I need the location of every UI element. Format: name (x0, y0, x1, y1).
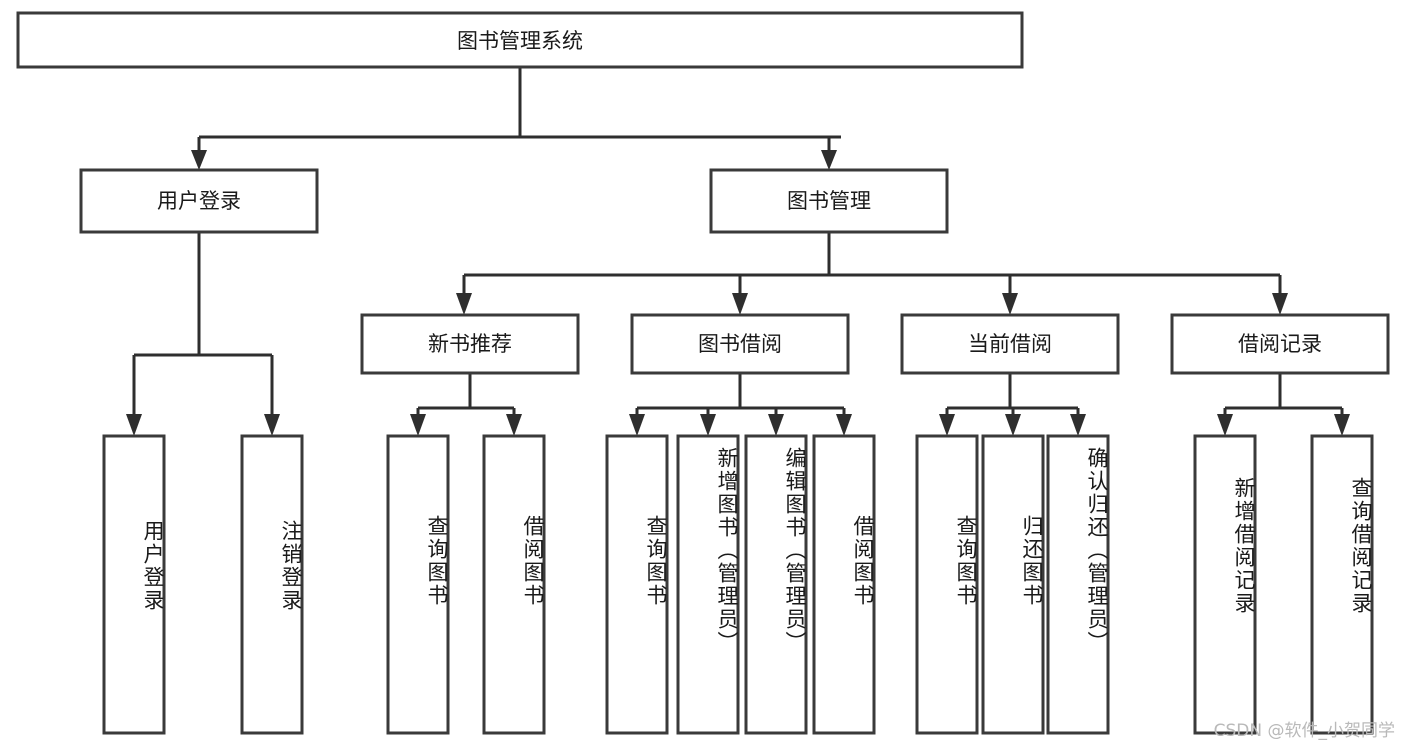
connector-root-to-level2 (191, 67, 841, 170)
node-new-book-rec[interactable]: 新书推荐 (360, 313, 580, 375)
node-root[interactable]: 图书管理系统 (16, 11, 1024, 69)
node-leaf-borrow-book-2-box[interactable] (812, 434, 876, 735)
node-leaf-user-login-box[interactable] (102, 434, 166, 735)
node-book-borrow-box[interactable] (630, 313, 850, 375)
connector-bookmanage-to-level3 (456, 232, 1288, 315)
node-leaf-add-record-box[interactable] (1193, 434, 1257, 735)
connector-bookborrow-to-leaves (629, 373, 852, 436)
node-borrow-record-label: 借阅记录 (1238, 332, 1322, 356)
node-current-borrow-box[interactable] (900, 313, 1120, 375)
node-leaf-query-record-box[interactable] (1310, 434, 1374, 735)
node-leaf-query-book-2-box[interactable] (605, 434, 669, 735)
leaf-node-boxes (102, 434, 1374, 735)
node-book-manage[interactable]: 图书管理 (709, 168, 949, 234)
node-leaf-confirm-return-box[interactable] (1046, 434, 1110, 735)
node-new-book-rec-box[interactable] (360, 313, 580, 375)
node-book-manage-box[interactable] (709, 168, 949, 234)
node-leaf-edit-book-box[interactable] (744, 434, 808, 735)
node-root-label: 图书管理系统 (457, 29, 583, 53)
node-user-login[interactable]: 用户登录 (79, 168, 319, 234)
node-leaf-query-book-1-box[interactable] (386, 434, 450, 735)
node-new-book-rec-label: 新书推荐 (428, 332, 512, 356)
node-leaf-query-book-3-box[interactable] (915, 434, 979, 735)
node-book-manage-label: 图书管理 (787, 189, 871, 213)
node-current-borrow[interactable]: 当前借阅 (900, 313, 1120, 375)
node-root-box[interactable] (16, 11, 1024, 69)
node-user-login-box[interactable] (79, 168, 319, 234)
connector-currentborrow-to-leaves (939, 373, 1086, 436)
connector-newbookrec-to-leaves (410, 373, 522, 436)
node-leaf-user-logout-box[interactable] (240, 434, 304, 735)
node-user-login-label: 用户登录 (157, 189, 241, 213)
node-current-borrow-label: 当前借阅 (968, 332, 1052, 356)
csdn-watermark: CSDN @软件_小贺同学 (1213, 721, 1395, 741)
node-leaf-borrow-book-1-box[interactable] (482, 434, 546, 735)
node-book-borrow[interactable]: 图书借阅 (630, 313, 850, 375)
node-leaf-add-book-box[interactable] (676, 434, 740, 735)
connector-borrowrecord-to-leaves (1217, 373, 1350, 436)
node-borrow-record[interactable]: 借阅记录 (1170, 313, 1390, 375)
node-book-borrow-label: 图书借阅 (698, 332, 782, 356)
node-borrow-record-box[interactable] (1170, 313, 1390, 375)
node-leaf-return-book-box[interactable] (981, 434, 1045, 735)
connector-userlogin-to-leaves (126, 232, 280, 436)
